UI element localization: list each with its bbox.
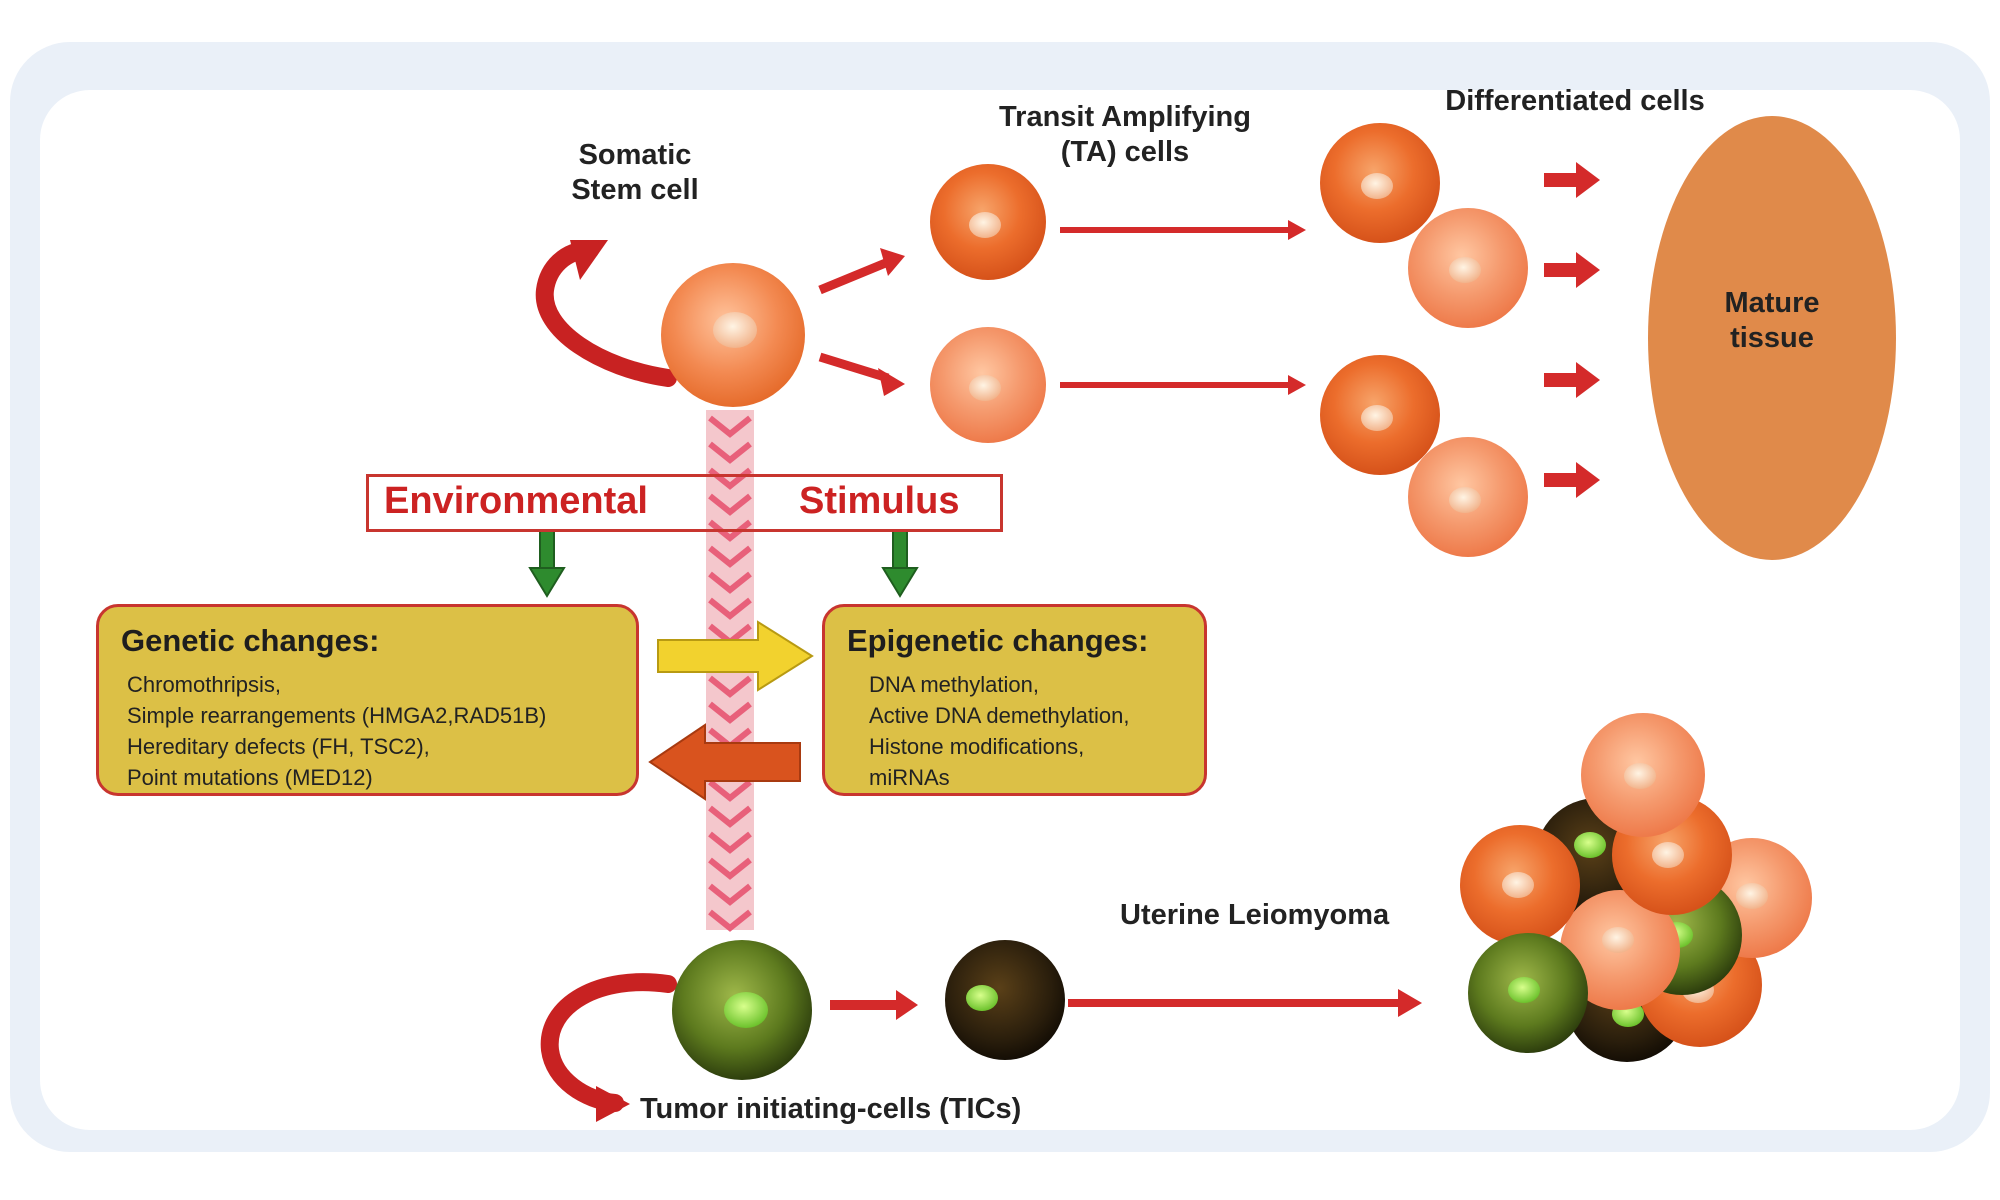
environmental-stimulus-box — [366, 474, 1003, 532]
chevron — [708, 571, 752, 594]
arrows-to-tissue — [1544, 162, 1600, 498]
arrow-stem-to-ta-lower — [818, 352, 890, 383]
diff-cell-2 — [1408, 208, 1528, 328]
genetic-changes-box: Genetic changes: Chromothripsis, Simple … — [96, 604, 639, 796]
label-ta-cells: Transit Amplifying (TA) cells — [999, 101, 1251, 168]
label-somatic-stem-cell: Somatic Stem cell — [571, 139, 699, 206]
stem-self-renewal-arrowhead — [570, 240, 608, 280]
diff-cell-1 — [1320, 123, 1440, 243]
stimulus-word-stimulus: Stimulus — [795, 480, 964, 523]
label-differentiated-cells: Differentiated cells — [1445, 85, 1705, 117]
stimulus-arrow-epigenetic — [881, 529, 919, 598]
stimulus-word-environmental: Environmental — [380, 480, 652, 523]
chevron — [708, 805, 752, 828]
chevron — [708, 883, 752, 906]
chevron — [708, 779, 752, 802]
chevron — [708, 701, 752, 724]
mature-tissue-ellipse — [1648, 116, 1896, 560]
ta-cell-lower — [930, 327, 1046, 443]
epigenetic-changes-box: Epigenetic changes: DNA methylation, Act… — [822, 604, 1207, 796]
tic-self-renewal-arrowhead — [596, 1086, 630, 1122]
genetic-item: Simple rearrangements (HMGA2,RAD51B) — [127, 703, 547, 728]
tic-progeny-cell — [945, 940, 1065, 1060]
chevron — [708, 857, 752, 880]
genetic-changes-list: Chromothripsis, Simple rearrangements (H… — [127, 669, 546, 793]
epigenetic-item: Histone modifications, — [869, 734, 1085, 759]
ta-cell-upper — [930, 164, 1046, 280]
chevron — [708, 545, 752, 568]
epigenetic-item: miRNAs — [869, 765, 950, 790]
label-mature-tissue: Mature tissue — [1724, 287, 1820, 354]
genetic-item: Hereditary defects (FH, TSC2), — [127, 734, 430, 759]
genetic-to-epigenetic-arrow — [657, 620, 814, 692]
epigenetic-item: DNA methylation, — [869, 672, 1039, 697]
label-uterine-leiomyoma: Uterine Leiomyoma — [1120, 899, 1390, 931]
genetic-item: Chromothripsis, — [127, 672, 282, 697]
tic-self-renewal-arrow — [540, 973, 677, 1112]
stem-self-renewal-arrow — [535, 241, 677, 387]
chevron — [708, 831, 752, 854]
diff-cell-4 — [1408, 437, 1528, 557]
arrow-stem-to-ta-upper — [818, 257, 890, 295]
epigenetic-item: Active DNA demethylation, — [869, 703, 1130, 728]
chevron — [708, 675, 752, 698]
chevron — [708, 441, 752, 464]
diff-cell-3 — [1320, 355, 1440, 475]
chevron — [708, 415, 752, 438]
chevron — [708, 909, 752, 932]
genetic-changes-title: Genetic changes: — [121, 623, 380, 658]
tic-cell — [672, 940, 812, 1080]
epigenetic-changes-list: DNA methylation, Active DNA demethylatio… — [869, 669, 1129, 793]
chevron — [708, 597, 752, 620]
chevron — [708, 493, 752, 516]
chevron-pathway — [706, 410, 754, 932]
stimulus-arrow-genetic — [528, 529, 566, 598]
chevron — [708, 519, 752, 542]
leiomyoma-cluster — [1460, 713, 1812, 1062]
somatic-stem-cell — [661, 263, 805, 407]
epigenetic-to-genetic-arrow — [648, 723, 801, 801]
genetic-item: Point mutations (MED12) — [127, 765, 373, 790]
label-tics: Tumor initiating-cells (TICs) — [640, 1093, 1022, 1125]
epigenetic-changes-title: Epigenetic changes: — [847, 623, 1149, 658]
